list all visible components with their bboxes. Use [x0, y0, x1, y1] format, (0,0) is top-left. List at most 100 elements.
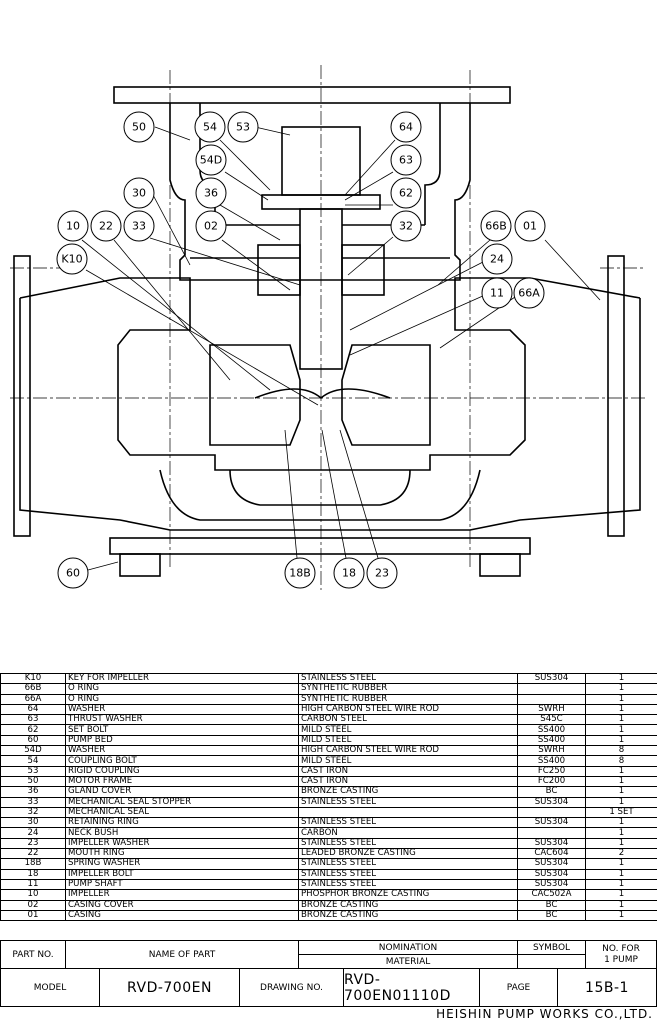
callout-60: 60: [57, 557, 89, 589]
callout-36: 36: [195, 177, 227, 209]
part-qty-cell: 2: [585, 848, 657, 860]
title-block: MODEL RVD-700EN DRAWING NO. RVD-700EN011…: [0, 968, 657, 1007]
svg-text:23: 23: [375, 567, 389, 580]
part-symbol-cell: CAC604: [517, 848, 586, 860]
svg-text:11: 11: [490, 287, 504, 300]
part-qty-cell: 1: [585, 909, 657, 922]
part-no-cell: 02: [0, 899, 66, 911]
header-symbol: SYMBOL: [517, 940, 586, 955]
part-material-cell: MILD STEEL: [298, 724, 518, 736]
callout-54D: 54D: [195, 144, 227, 176]
svg-text:32: 32: [399, 220, 413, 233]
part-no-cell: 66B: [0, 683, 66, 695]
svg-text:24: 24: [490, 253, 504, 266]
part-material-cell: HIGH CARBON STEEL WIRE ROD: [298, 703, 518, 716]
part-material-cell: MILD STEEL: [298, 755, 518, 767]
inlet-flange: [13, 255, 31, 537]
part-name-cell: THRUST WASHER: [65, 714, 299, 726]
part-qty-cell: 1: [585, 889, 657, 901]
pump-sectional-drawing: [10, 65, 645, 590]
model-value: RVD-700EN: [100, 969, 240, 1006]
part-material-cell: STAINLESS STEEL: [298, 796, 518, 808]
callout-02: 02: [195, 210, 227, 242]
part-name-cell: KEY FOR IMPELLER: [65, 672, 299, 685]
callout-50: 50: [123, 111, 155, 143]
svg-text:18: 18: [342, 567, 356, 580]
part-material-cell: SYNTHETIC RUBBER: [298, 693, 518, 705]
part-qty-cell: 1: [585, 858, 657, 870]
part-no-cell: 24: [0, 827, 66, 839]
part-symbol-cell: SWRH: [517, 703, 586, 716]
part-name-cell: RETAINING RING: [65, 817, 299, 829]
part-material-cell: CAST IRON: [298, 765, 518, 777]
part-name-cell: MECHANICAL SEAL STOPPER: [65, 796, 299, 808]
part-qty-cell: 1: [585, 878, 657, 891]
svg-text:64: 64: [399, 121, 413, 134]
callout-66A: 66A: [513, 277, 545, 309]
part-material-cell: STAINLESS STEEL: [298, 837, 518, 850]
part-no-cell: 11: [0, 878, 66, 891]
part-name-cell: IMPELLER BOLT: [65, 868, 299, 880]
model-label: MODEL: [1, 969, 100, 1006]
part-name-cell: CASING: [65, 909, 299, 922]
part-no-cell: 36: [0, 786, 66, 798]
part-no-cell: 30: [0, 817, 66, 829]
part-symbol-cell: BC: [517, 899, 586, 911]
svg-text:22: 22: [99, 220, 113, 233]
part-name-cell: PUMP SHAFT: [65, 878, 299, 891]
part-name-cell: SET BOLT: [65, 724, 299, 736]
part-qty-cell: 1: [585, 817, 657, 829]
header-nomination: NOMINATION: [298, 940, 518, 955]
svg-text:K10: K10: [61, 253, 82, 266]
svg-text:50: 50: [132, 121, 146, 134]
part-qty-cell: 1: [585, 714, 657, 726]
part-name-cell: O RING: [65, 693, 299, 705]
page-label: PAGE: [480, 969, 558, 1006]
callout-01: 01: [514, 210, 546, 242]
callout-66B: 66B: [480, 210, 512, 242]
part-no-cell: 63: [0, 714, 66, 726]
callout-32: 32: [390, 210, 422, 242]
part-no-cell: 62: [0, 724, 66, 736]
drawing-no-label: DRAWING NO.: [240, 969, 344, 1006]
part-qty-cell: 1: [585, 827, 657, 839]
part-no-cell: 54: [0, 755, 66, 767]
header-one-pump: 1 PUMP: [604, 954, 638, 965]
part-symbol-cell: SUS304: [517, 817, 586, 829]
svg-text:01: 01: [523, 220, 537, 233]
svg-text:54: 54: [203, 121, 217, 134]
part-qty-cell: 1: [585, 693, 657, 705]
part-symbol-cell: SS400: [517, 755, 586, 767]
casing: [19, 277, 641, 471]
part-qty-cell: 1: [585, 724, 657, 736]
part-no-cell: 32: [0, 806, 66, 819]
header-symbol-blank: [517, 954, 586, 969]
part-name-cell: MECHANICAL SEAL: [65, 806, 299, 819]
part-name-cell: NECK BUSH: [65, 827, 299, 839]
part-no-cell: 10: [0, 889, 66, 901]
header-no-for: NO. FOR: [602, 943, 640, 954]
part-no-cell: K10: [0, 672, 66, 685]
part-qty-cell: 1: [585, 775, 657, 788]
part-qty-cell: 8: [585, 755, 657, 767]
company-name: HEISHIN PUMP WORKS CO.,LTD.: [436, 1007, 653, 1021]
part-qty-cell: 8: [585, 745, 657, 757]
part-symbol-cell: SS400: [517, 734, 586, 747]
part-no-cell: 01: [0, 909, 66, 922]
motor-frame: [169, 103, 471, 281]
part-symbol-cell: SUS304: [517, 878, 586, 891]
